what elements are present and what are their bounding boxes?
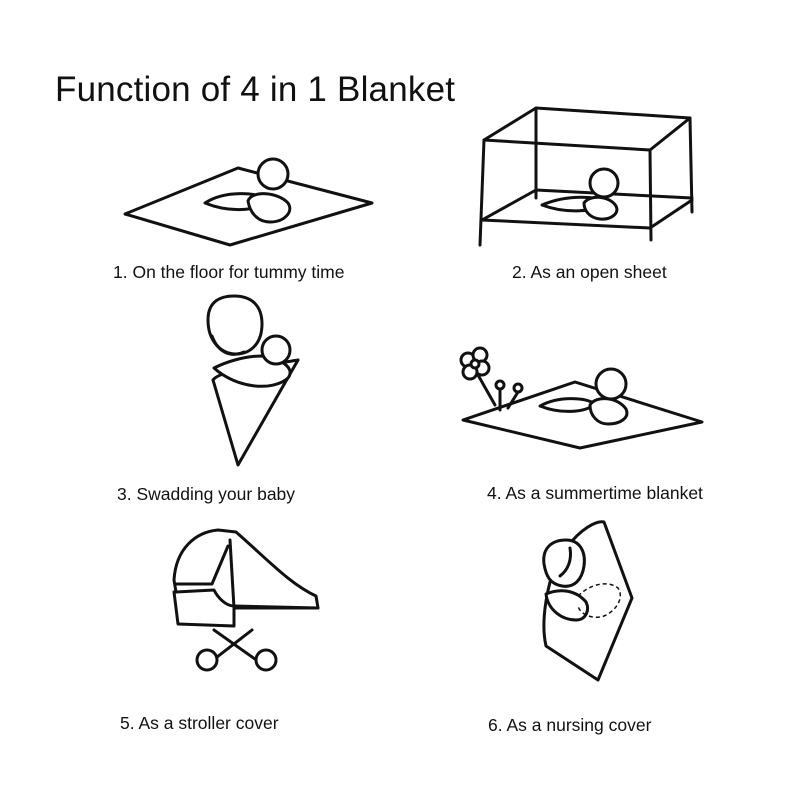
caption-stroller-cover: 5. As a stroller cover xyxy=(120,713,279,733)
caption-swaddling: 3. Swadding your baby xyxy=(117,484,296,504)
caption-summertime-blanket: 4. As a summertime blanket xyxy=(487,483,703,503)
caption-open-sheet: 2. As an open sheet xyxy=(512,262,667,282)
caption-tummy-time: 1. On the floor for tummy time xyxy=(113,262,345,282)
page-title: Function of 4 in 1 Blanket xyxy=(55,70,456,109)
caption-nursing-cover: 6. As a nursing cover xyxy=(488,715,652,735)
